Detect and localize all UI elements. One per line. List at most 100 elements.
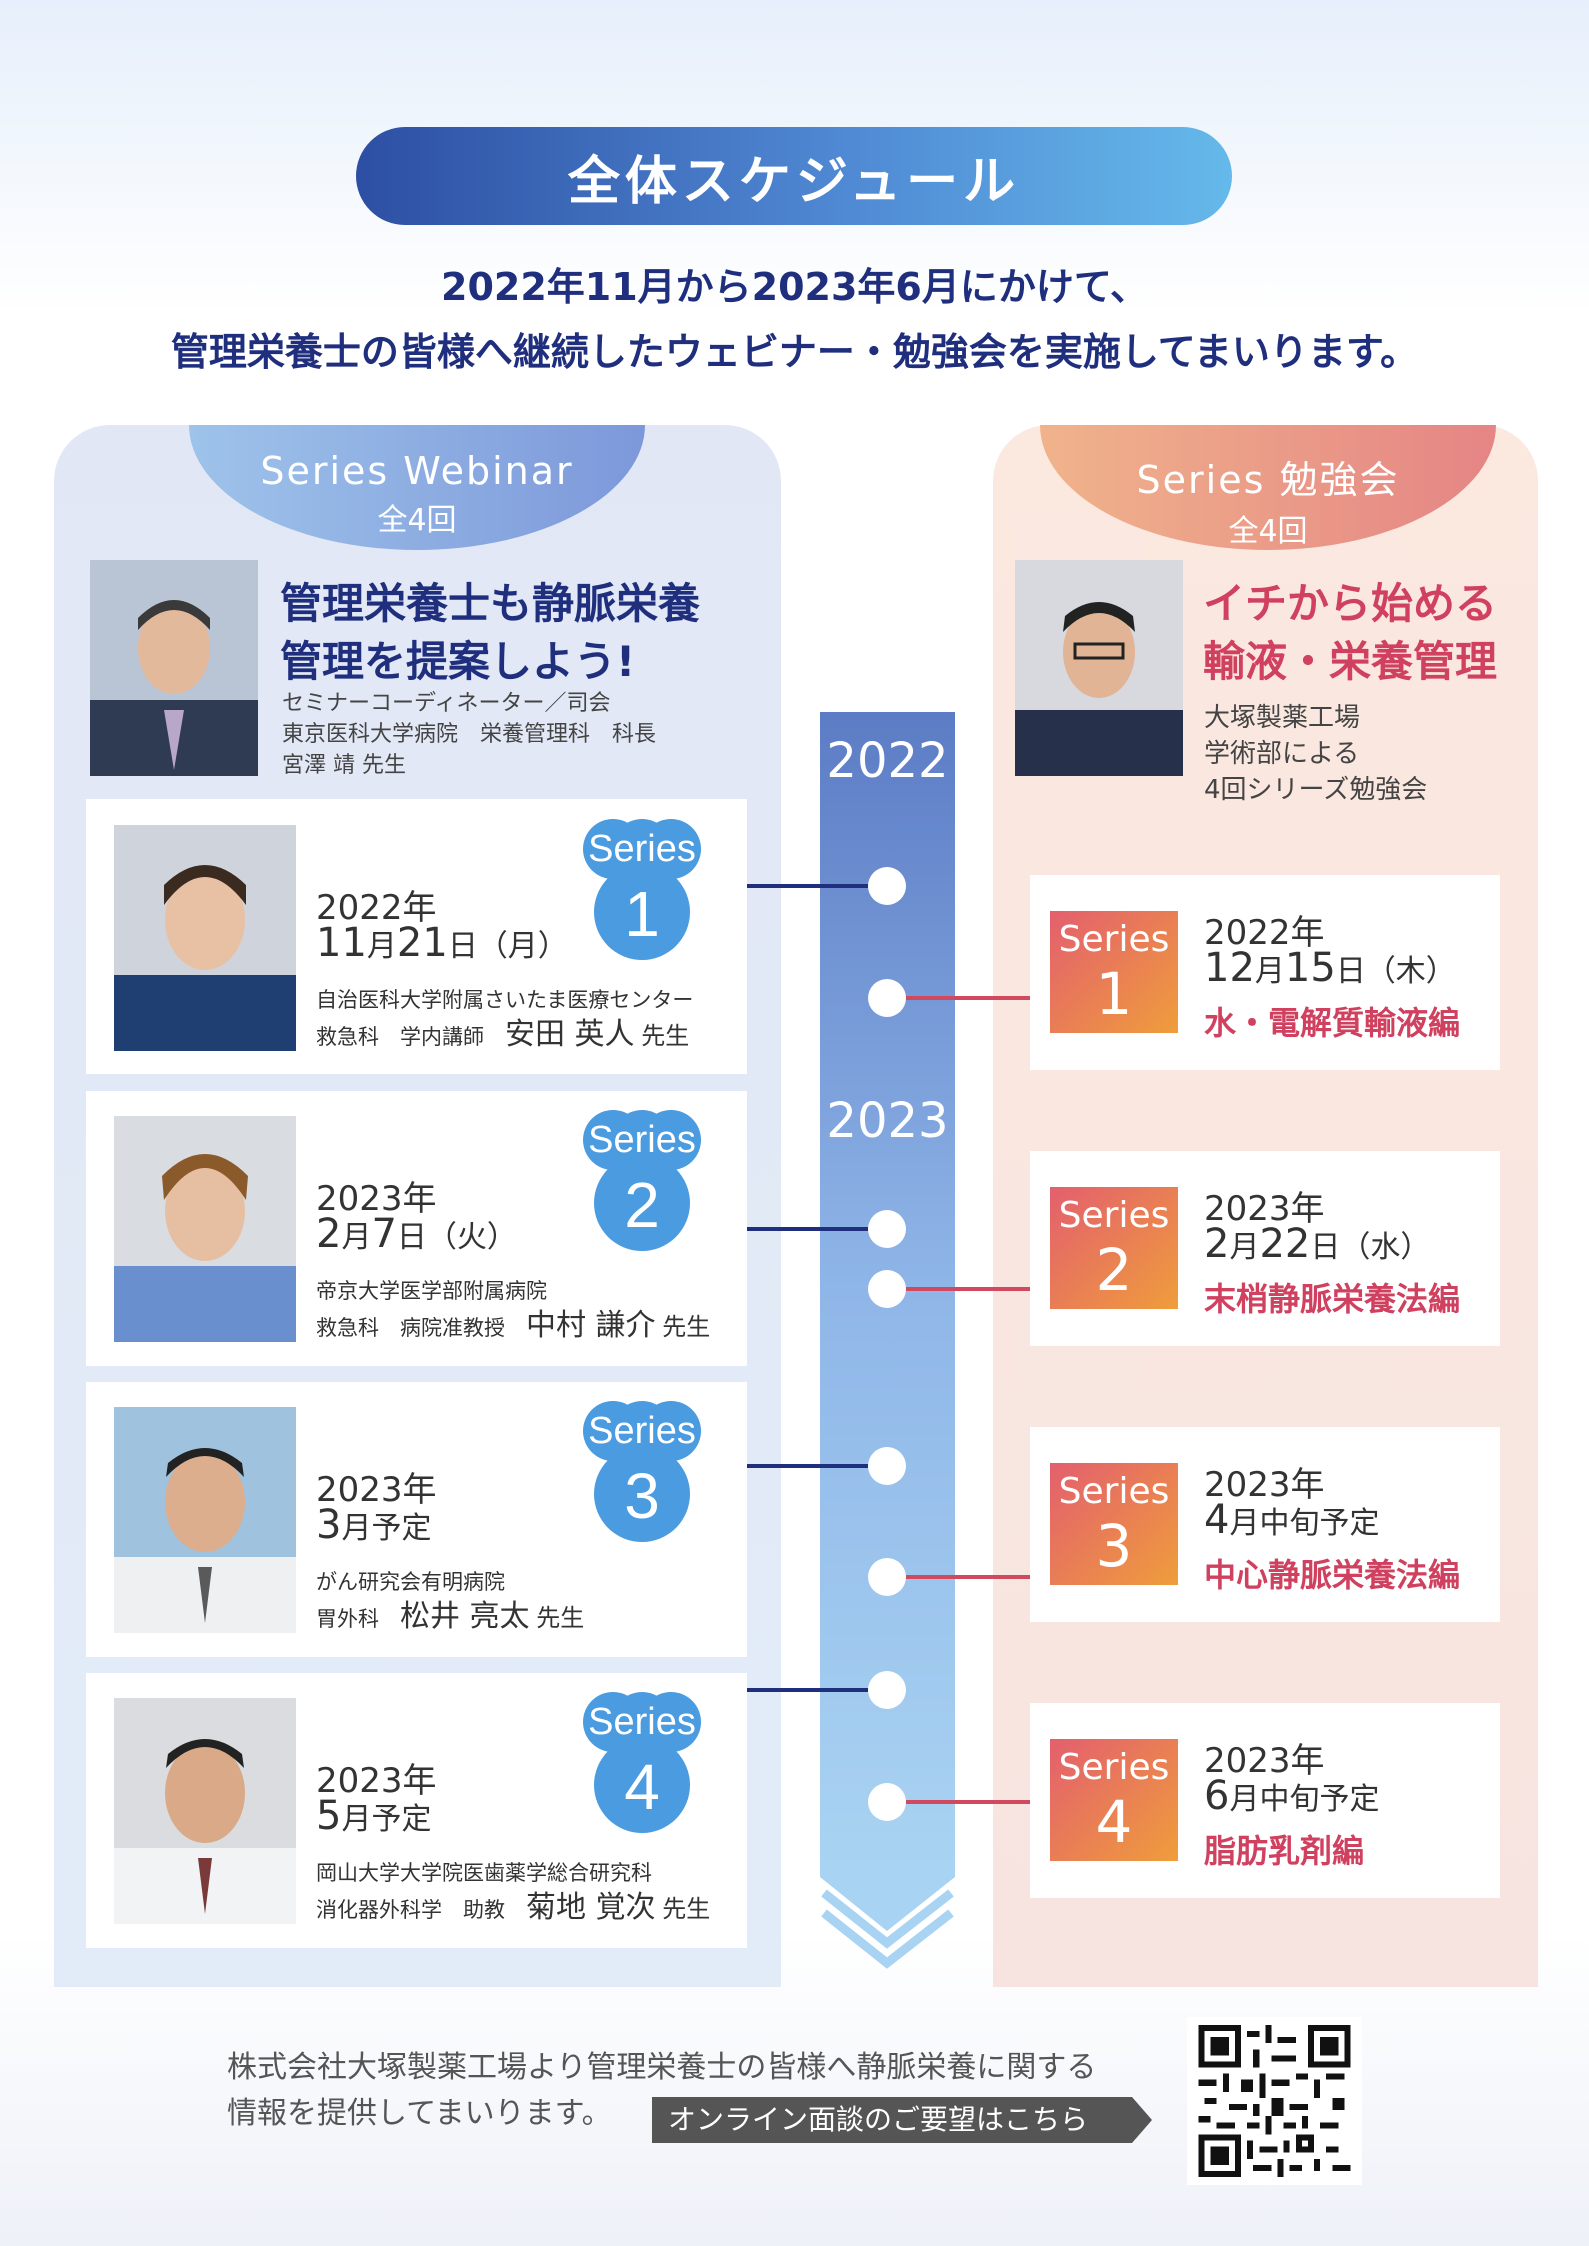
study-1-year: 2022年 <box>1204 913 1325 953</box>
connector-webinar-1 <box>747 884 868 888</box>
timeline-year-2022: 2022 <box>826 733 949 789</box>
study-2-date: 2月22日（水） <box>1204 1221 1431 1267</box>
webinar-badge-number-1: 1 <box>624 878 660 950</box>
study-badge-number-1: 1 <box>1095 960 1133 1028</box>
webinar-1-speaker: 救急科 学内講師 安田 英人 先生 <box>316 1017 690 1052</box>
study-1-date: 12月15日（木） <box>1204 945 1456 991</box>
study-desc-line-2: 学術部による <box>1204 739 1360 769</box>
study-series-name: Series 勉強会 <box>1136 458 1400 502</box>
study-badge-text-4: Series <box>1058 1747 1170 1788</box>
webinar-4-speaker: 消化器外科学 助教 菊地 覚次 先生 <box>316 1890 711 1925</box>
timeline-dot-study-2 <box>868 1270 906 1308</box>
study-desc-line-1: 大塚製薬工場 <box>1204 703 1361 733</box>
study-title-line-2: 輸液・栄養管理 <box>1203 637 1498 686</box>
study-2-year: 2023年 <box>1204 1189 1325 1229</box>
timeline-dot-webinar-1 <box>868 867 906 905</box>
footer-line-2: 情報を提供してまいります。 <box>227 2096 612 2131</box>
intro-line-2: 管理栄養士の皆様へ継続したウェビナー・勉強会を実施してまいります。 <box>170 330 1419 374</box>
webinar-series-name: Series Webinar <box>260 449 574 493</box>
coordinator-role: セミナーコーディネーター／司会 <box>282 691 611 716</box>
timeline-dot-webinar-4 <box>868 1671 906 1709</box>
webinar-4-year: 2023年 <box>316 1761 437 1801</box>
online-meeting-request-button[interactable]: オンライン面談のご要望はこちら <box>652 2097 1152 2143</box>
webinar-3-institution: がん研究会有明病院 <box>316 1570 505 1594</box>
connector-webinar-3 <box>747 1464 868 1468</box>
study-series-header: Series 勉強会 全4回 <box>1040 425 1496 550</box>
timeline-dot-study-1 <box>868 979 906 1017</box>
schedule-title-banner: 全体スケジュール <box>356 127 1232 225</box>
webinar-series-badge-1: Series 1 <box>557 814 727 970</box>
webinar-badge-number-4: 4 <box>624 1751 660 1823</box>
study-badge-text-2: Series <box>1058 1195 1170 1236</box>
speaker-photo-3 <box>114 1407 296 1633</box>
study-4-topic: 脂肪乳剤編 <box>1204 1832 1365 1870</box>
webinar-series-badge-4: Series 4 <box>557 1687 727 1843</box>
webinar-badge-number-3: 3 <box>624 1460 660 1532</box>
webinar-title-line-1: 管理栄養士も静脈栄養 <box>280 579 701 628</box>
timeline-year-2023: 2023 <box>826 1093 949 1149</box>
intro-line-1: 2022年11月から2023年6月にかけて、 <box>441 265 1148 309</box>
coordinator-photo <box>90 560 258 776</box>
study-4-date: 6月中旬予定 <box>1204 1773 1380 1819</box>
study-badge-number-3: 3 <box>1095 1512 1133 1580</box>
webinar-2-institution: 帝京大学医学部附属病院 <box>316 1279 547 1303</box>
webinar-series-header: Series Webinar 全4回 <box>189 425 645 550</box>
webinar-4-date: 5月予定 <box>316 1793 432 1839</box>
study-4-year: 2023年 <box>1204 1741 1325 1781</box>
connector-study-3 <box>906 1575 1030 1579</box>
footer-line-1: 株式会社大塚製薬工場より管理栄養士の皆様へ静脈栄養に関する <box>227 2050 1097 2085</box>
speaker-photo-1 <box>114 825 296 1051</box>
study-series-badge-4: Series 4 <box>1050 1739 1178 1861</box>
webinar-2-year: 2023年 <box>316 1179 437 1219</box>
timeline-dot-webinar-3 <box>868 1447 906 1485</box>
webinar-series-badge-3: Series 3 <box>557 1396 727 1552</box>
webinar-3-speaker: 胃外科 松井 亮太 先生 <box>316 1599 585 1634</box>
webinar-1-year: 2022年 <box>316 888 437 928</box>
webinar-badge-text-2: Series <box>588 1119 696 1161</box>
qr-code-pattern <box>1198 2025 1351 2177</box>
study-badge-text-1: Series <box>1058 919 1170 960</box>
connector-webinar-2 <box>747 1227 868 1231</box>
study-series-badge-3: Series 3 <box>1050 1463 1178 1585</box>
webinar-2-date: 2月7日（火） <box>316 1211 517 1257</box>
webinar-badge-text-4: Series <box>588 1701 696 1743</box>
connector-study-1 <box>906 996 1030 1000</box>
study-3-date: 4月中旬予定 <box>1204 1497 1380 1543</box>
study-badge-text-3: Series <box>1058 1471 1170 1512</box>
speaker-photo-4 <box>114 1698 296 1924</box>
webinar-1-institution: 自治医科大学附属さいたま医療センター <box>316 988 694 1012</box>
webinar-series-badge-2: Series 2 <box>557 1105 727 1261</box>
timeline-dot-study-3 <box>868 1558 906 1596</box>
study-2-topic: 末梢静脈栄養法編 <box>1204 1280 1461 1318</box>
connector-study-2 <box>906 1287 1030 1291</box>
webinar-3-date: 3月予定 <box>316 1502 432 1548</box>
study-title-line-1: イチから始める <box>1203 579 1498 628</box>
webinar-1-date: 11月21日（月） <box>316 920 568 966</box>
speaker-photo-2 <box>114 1116 296 1342</box>
webinar-3-year: 2023年 <box>316 1470 437 1510</box>
study-3-topic: 中心静脈栄養法編 <box>1204 1556 1461 1594</box>
study-3-year: 2023年 <box>1204 1465 1325 1505</box>
webinar-2-speaker: 救急科 病院准教授 中村 謙介 先生 <box>316 1308 711 1343</box>
webinar-4-institution: 岡山大学大学院医歯薬学総合研究科 <box>316 1861 652 1885</box>
coordinator-affiliation: 東京医科大学病院 栄養管理科 科長 <box>282 722 657 747</box>
webinar-badge-text-1: Series <box>588 828 696 870</box>
connector-webinar-4 <box>747 1688 868 1692</box>
webinar-series-count: 全4回 <box>377 503 457 538</box>
study-series-count: 全4回 <box>1228 514 1308 549</box>
webinar-title-line-2: 管理を提案しよう! <box>280 637 636 686</box>
study-series-badge-2: Series 2 <box>1050 1187 1178 1309</box>
timeline-dot-webinar-2 <box>868 1210 906 1248</box>
qr-code[interactable] <box>1187 2017 1362 2185</box>
timeline-arrow-chevrons <box>820 1867 955 1969</box>
webinar-badge-text-3: Series <box>588 1410 696 1452</box>
connector-study-4 <box>906 1800 1030 1804</box>
study-badge-number-2: 2 <box>1095 1236 1133 1304</box>
study-desc-line-3: 4回シリーズ勉強会 <box>1204 775 1428 805</box>
study-1-topic: 水・電解質輸液編 <box>1204 1004 1461 1042</box>
study-badge-number-4: 4 <box>1095 1788 1133 1856</box>
study-presenter-photo <box>1015 560 1183 776</box>
timeline-dot-study-4 <box>868 1783 906 1821</box>
coordinator-name: 宮澤 靖 先生 <box>282 753 406 778</box>
